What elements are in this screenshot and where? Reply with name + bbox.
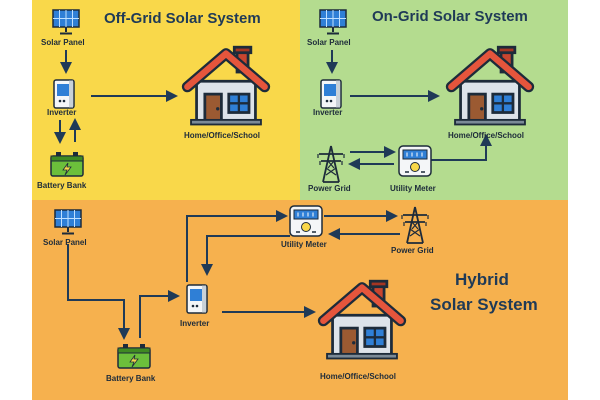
power-grid-tower-icon: [316, 144, 346, 184]
inverter-label: Inverter: [47, 108, 77, 117]
utility-meter-label: Utility Meter: [390, 184, 436, 193]
inverter-icon: [186, 284, 208, 314]
battery-icon: [50, 151, 84, 177]
battery-bank-label: Battery Bank: [106, 374, 156, 383]
solar-panel-label: Solar Panel: [307, 38, 351, 47]
arrow-inverter-to-meter: [186, 210, 288, 282]
inverter-icon: [320, 79, 342, 109]
solar-panel-label: Solar Panel: [41, 38, 85, 47]
inverter-label: Inverter: [180, 319, 210, 328]
solar-panel-icon: [318, 8, 348, 36]
on-grid-title: On-Grid Solar System: [372, 8, 528, 25]
arrow-meter-to-inverter: [201, 235, 290, 276]
hybrid-title-line1: Hybrid: [455, 270, 509, 289]
power-grid-label: Power Grid: [391, 246, 434, 255]
hybrid-title-line2: Solar System: [430, 295, 538, 314]
power-grid-tower-icon: [400, 205, 430, 245]
home-label: Home/Office/School: [320, 372, 397, 381]
utility-meter-icon: [398, 145, 432, 177]
home-label: Home/Office/School: [184, 131, 261, 140]
arrow-panel-to-battery: [67, 244, 130, 340]
inverter-label: Inverter: [313, 108, 343, 117]
battery-icon: [117, 343, 151, 369]
solar-panel-icon: [53, 208, 83, 236]
inverter-icon: [53, 79, 75, 109]
solar-panel-icon: [51, 8, 81, 36]
arrow-meter-to-home: [430, 134, 492, 161]
home-label: Home/Office/School: [448, 131, 525, 140]
house-icon: [316, 276, 408, 360]
arrow-battery-to-inverter: [139, 290, 180, 338]
utility-meter-label: Utility Meter: [281, 240, 327, 249]
house-icon: [180, 42, 272, 126]
house-icon: [444, 42, 536, 126]
battery-bank-label: Battery Bank: [37, 181, 87, 190]
off-grid-title: Off-Grid Solar System: [104, 10, 261, 27]
solar-panel-label: Solar Panel: [43, 238, 87, 247]
utility-meter-icon: [289, 205, 323, 237]
power-grid-label: Power Grid: [308, 184, 351, 193]
